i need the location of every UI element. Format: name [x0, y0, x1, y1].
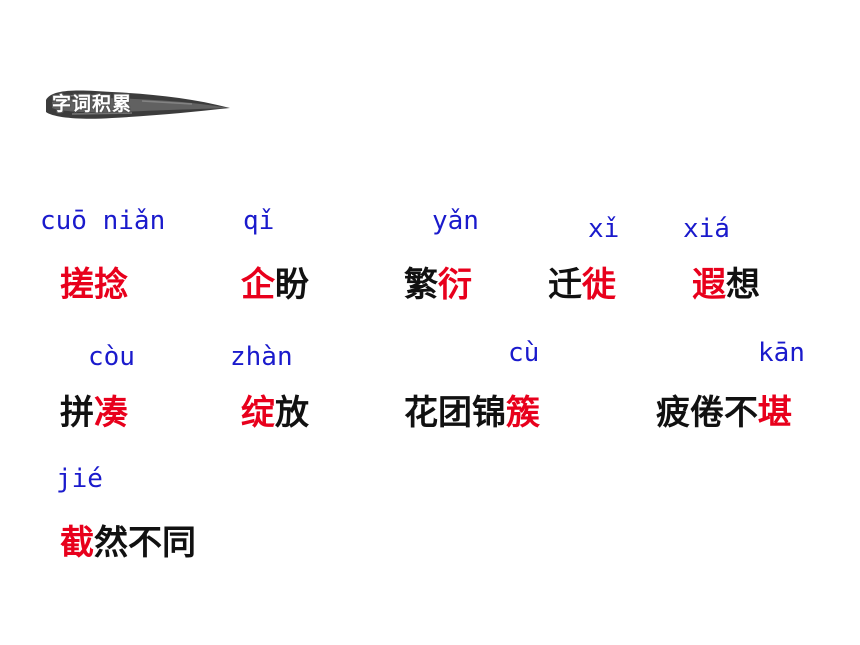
pinyin-zhanfang: zhàn: [230, 342, 293, 372]
term-qipan: 企盼: [241, 265, 309, 305]
term-pincou: 拼凑: [60, 393, 128, 433]
term-zhanfang: 绽放: [241, 393, 309, 433]
pinyin-xiaxiang: xiá: [683, 214, 730, 244]
term-cuonian: 搓捻: [60, 265, 128, 305]
pinyin-cuonian: cuō niǎn: [40, 206, 166, 236]
term-qianxi: 迁徙: [548, 265, 616, 305]
brush-stroke-icon: [46, 90, 230, 119]
pinyin-pijuan: kān: [758, 338, 805, 368]
pinyin-jieran: jié: [56, 464, 103, 494]
pinyin-huatuan: cù: [508, 338, 540, 368]
section-title-badge: 字词积累: [42, 82, 232, 124]
term-fanyan: 繁衍: [404, 265, 472, 305]
pinyin-pincou: còu: [88, 342, 135, 372]
pinyin-qianxi: xǐ: [588, 214, 620, 244]
term-huatuan: 花团锦簇: [404, 393, 540, 433]
pinyin-qipan: qǐ: [243, 206, 275, 236]
pinyin-fanyan: yǎn: [432, 206, 479, 236]
term-xiaxiang: 遐想: [692, 265, 760, 305]
section-title: 字词积累: [52, 93, 133, 115]
term-jieran: 截然不同: [60, 523, 196, 563]
term-pijuan: 疲倦不堪: [656, 393, 792, 433]
